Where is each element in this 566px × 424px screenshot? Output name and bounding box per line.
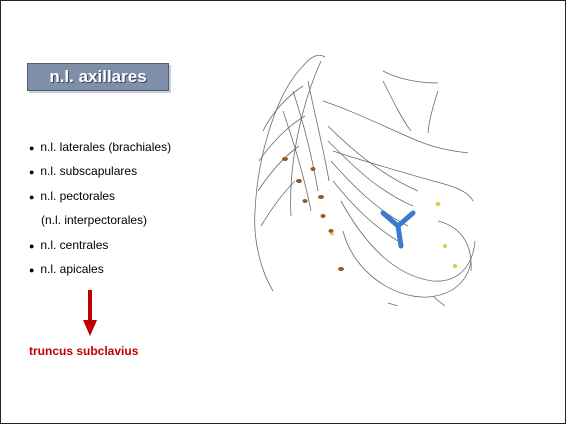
bullet-icon: ● bbox=[29, 140, 37, 156]
list-item-sub: (n.l. interpectorales) bbox=[29, 212, 171, 236]
bullet-icon: ● bbox=[29, 189, 37, 205]
list-item: ● n.l. apicales bbox=[29, 261, 171, 285]
arrow-down-icon bbox=[83, 290, 97, 336]
list-item: ● n.l. centrales bbox=[29, 237, 171, 261]
list-item-text: n.l. subscapulares bbox=[40, 164, 137, 178]
list-item-text: n.l. apicales bbox=[40, 262, 103, 276]
list-item-text: n.l. laterales (brachiales) bbox=[40, 140, 171, 154]
list-item: ● n.l. laterales (brachiales) bbox=[29, 139, 171, 163]
list-item-text: n.l. pectorales bbox=[40, 189, 115, 203]
list-item: ● n.l. subscapulares bbox=[29, 163, 171, 187]
slide-title: n.l. axillares bbox=[27, 63, 169, 91]
list-item-text: (n.l. interpectorales) bbox=[41, 213, 147, 227]
bullet-icon: ● bbox=[29, 238, 37, 254]
axillary-anatomy-illustration bbox=[233, 41, 483, 306]
bullet-icon: ● bbox=[29, 164, 37, 180]
list-item-text: n.l. centrales bbox=[40, 238, 108, 252]
list-item: ● n.l. pectorales bbox=[29, 188, 171, 212]
lymph-node-list: ● n.l. laterales (brachiales) ● n.l. sub… bbox=[29, 139, 171, 285]
result-label: truncus subclavius bbox=[29, 344, 138, 358]
bullet-icon: ● bbox=[29, 262, 37, 278]
